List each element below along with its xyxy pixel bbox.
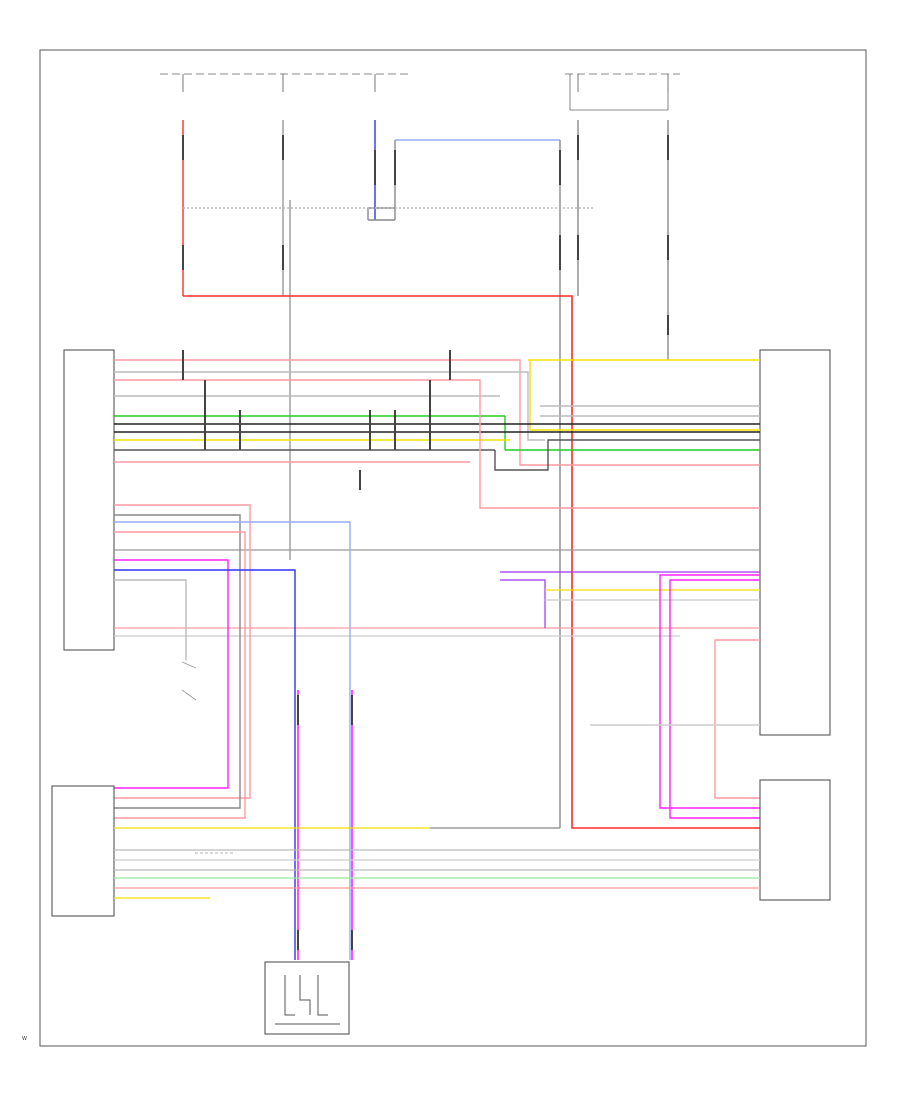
speaker-feeds	[297, 690, 353, 960]
right-side-wires	[590, 574, 760, 819]
main-harness	[114, 359, 760, 509]
top-source-header	[160, 73, 680, 111]
red-power-bus	[183, 295, 760, 829]
page-reference: W	[22, 1036, 27, 1042]
left-ecu-box	[63, 349, 115, 651]
connector-marks	[182, 135, 669, 335]
bottom-right-unit-box	[759, 779, 831, 901]
right-ecu-box	[759, 349, 831, 736]
misc-markers	[181, 661, 235, 854]
outer-frame	[39, 49, 867, 1047]
bottom-harness	[114, 827, 760, 899]
mid-bus-lines	[114, 549, 760, 637]
speaker-box	[264, 961, 350, 1035]
speaker-symbol	[275, 975, 340, 1025]
speaker-connector-marks	[297, 695, 353, 950]
left-ecu-lower-wires	[114, 504, 351, 960]
stereo-unit-box	[51, 785, 115, 917]
top-feed-wires	[182, 120, 669, 828]
fuse-stubs	[182, 74, 669, 92]
harness-connector-marks	[182, 350, 451, 490]
